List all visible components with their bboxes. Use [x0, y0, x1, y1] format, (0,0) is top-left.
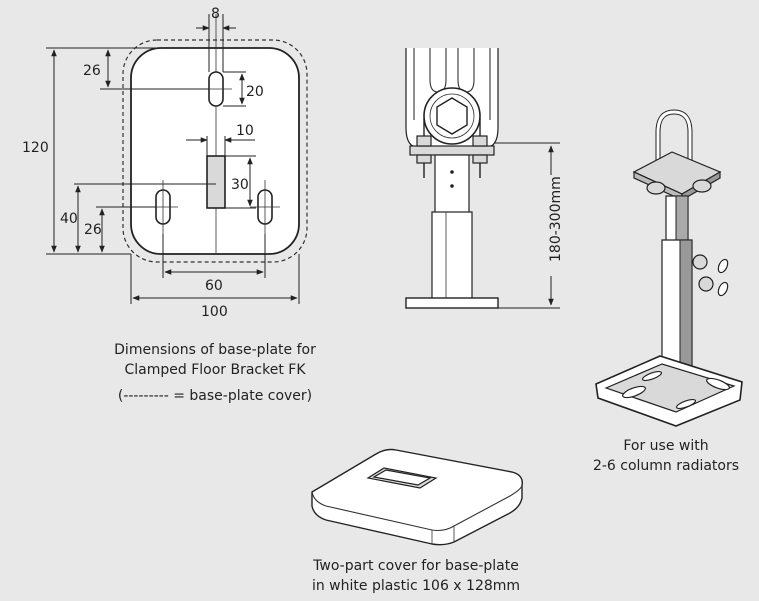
dim-26-top: 26 [83, 63, 101, 79]
dim-20: 20 [246, 84, 264, 100]
dim-10: 10 [236, 123, 254, 139]
center-slot [206, 155, 226, 209]
baseplate-caption-line3: (--------- = base-plate cover) [117, 388, 313, 404]
dim-40: 40 [60, 211, 78, 227]
baseplate-caption: Dimensions of base-plate for Clamped Flo… [80, 340, 350, 406]
dim-120: 120 [22, 140, 49, 156]
dim-100: 100 [201, 304, 228, 320]
cover-caption-line2: in white plastic 106 x 128mm [311, 578, 521, 594]
dim-8: 8 [211, 6, 220, 22]
baseplate-drawing: 8 26 20 120 10 30 40 26 60 100 [22, 6, 308, 320]
cover-caption-line1: Two-part cover for base-plate [313, 558, 519, 574]
baseplate-caption-line2: Clamped Floor Bracket FK [124, 362, 306, 378]
dim-60: 60 [205, 278, 223, 294]
baseplate-caption-line1: Dimensions of base-plate for [114, 342, 316, 358]
dim-26-bottom: 26 [84, 222, 102, 238]
height-range-label: 180-300mm [548, 176, 564, 262]
iso-caption-line2: 2-6 column radiators [592, 458, 740, 474]
iso-caption-line1: For use with [623, 438, 709, 454]
baseplate-cover-outline [122, 39, 308, 263]
bracket-iso-view [595, 109, 743, 427]
dim-30: 30 [231, 177, 249, 193]
baseplate-outline [130, 47, 300, 255]
iso-caption: For use with 2-6 column radiators [574, 436, 758, 476]
base-plate-cover [311, 448, 523, 546]
cover-caption: Two-part cover for base-plate in white p… [276, 556, 556, 596]
bracket-side-view [405, 48, 560, 309]
